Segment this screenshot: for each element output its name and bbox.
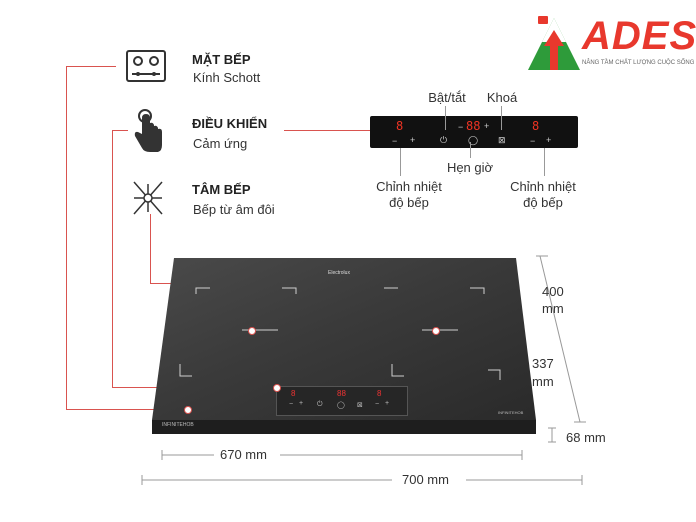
mini-left-display: 8	[291, 389, 296, 398]
timer-display: 88	[466, 119, 481, 133]
cooktop-glass: Electrolux INFINITEHOB INFINITEHOB 8 88 …	[152, 258, 536, 434]
brand-logo: ADES NÂNG TẦM CHẤT LƯỢNG CUỘC SỐNG	[522, 8, 696, 80]
surface-marker	[184, 406, 192, 414]
label-power: Bật/tắt	[428, 90, 466, 105]
left-minus-button[interactable]: −	[392, 136, 398, 146]
cooktop-control-panel: 8 88 8 − + ⏻ ◯ ⊠ − +	[276, 386, 408, 416]
connector-surface-h	[66, 66, 116, 67]
cooktop-brand: Electrolux	[328, 270, 350, 276]
cooking-zone-icon	[130, 178, 174, 218]
power-button[interactable]: ⏻	[440, 135, 448, 145]
mini-timer[interactable]: ◯	[337, 402, 345, 409]
mini-right-minus[interactable]: −	[375, 401, 380, 408]
label-timer: Hẹn giờ	[446, 160, 494, 175]
feature-title-control: ĐIỀU KHIỂN	[192, 116, 268, 131]
leader-power	[445, 106, 446, 130]
connector-control-panel	[284, 130, 370, 131]
leader-timer	[470, 142, 471, 158]
connector-surface-v	[66, 66, 67, 410]
dim-width-inner: 670 mm	[220, 447, 267, 462]
leader-lock	[501, 106, 502, 130]
brand-tagline: NÂNG TẦM CHẤT LƯỢNG CUỘC SỐNG	[582, 60, 695, 66]
dim-height: 68 mm	[566, 430, 606, 445]
connector-surface-h2	[66, 409, 186, 410]
dim-depth-total-unit: mm	[542, 301, 564, 316]
left-plus-button[interactable]: +	[410, 135, 416, 145]
feature-sub-control: Cảm ứng	[193, 136, 248, 151]
leader-heat-left	[400, 148, 401, 176]
mini-lock[interactable]: ⊠	[357, 402, 363, 409]
mini-right-plus[interactable]: +	[385, 400, 390, 407]
left-zone-display: 8	[396, 119, 404, 133]
dim-depth-inner-value: 337	[532, 356, 554, 371]
dim-depth-total-value: 400	[542, 284, 564, 299]
zone-marker-right	[432, 327, 440, 335]
mini-left-plus[interactable]: +	[299, 400, 304, 407]
zone-marker-left	[248, 327, 256, 335]
feature-sub-zone: Bếp từ âm đôi	[193, 202, 275, 217]
connector-control-v	[112, 130, 113, 388]
label-heat-left-2: độ bếp	[389, 195, 429, 210]
lock-button[interactable]: ⊠	[498, 135, 506, 145]
leader-heat-right	[544, 148, 545, 176]
panel-marker	[273, 384, 281, 392]
timer-button[interactable]: ◯	[468, 135, 479, 145]
label-heat-left-1: Chỉnh nhiệt	[376, 179, 442, 194]
right-minus-button[interactable]: −	[530, 136, 536, 146]
touch-hand-icon	[130, 108, 174, 152]
brand-name: ADES	[582, 14, 696, 58]
dim-depth-inner-unit: mm	[532, 374, 554, 389]
dim-width-total: 700 mm	[402, 472, 449, 487]
feature-title-zone: TÂM BẾP	[192, 182, 251, 197]
timer-plus-button[interactable]: +	[484, 121, 490, 131]
hob-surface-icon	[124, 48, 168, 88]
connector-zone-v	[150, 214, 151, 284]
feature-sub-surface: Kính Schott	[193, 70, 261, 85]
label-heat-right-2: độ bếp	[523, 195, 563, 210]
right-zone-display: 8	[532, 119, 540, 133]
right-plus-button[interactable]: +	[546, 135, 552, 145]
connector-control-h	[112, 130, 128, 131]
cooktop-model-right: INFINITEHOB	[498, 410, 524, 415]
timer-minus-button[interactable]: −	[458, 122, 464, 132]
control-panel: 8 − + ⏻ − 88 + ◯ ⊠ 8 − +	[370, 116, 578, 148]
cooktop-model-left: INFINITEHOB	[162, 422, 194, 428]
mini-power[interactable]: ⏻	[317, 401, 323, 408]
mini-center-display: 88	[337, 389, 346, 398]
label-lock: Khoá	[486, 90, 518, 105]
mini-right-display: 8	[377, 389, 382, 398]
label-heat-right-1: Chỉnh nhiệt	[510, 179, 576, 194]
mini-left-minus[interactable]: −	[289, 401, 294, 408]
ades-house-icon	[528, 16, 580, 70]
feature-title-surface: MẶT BẾP	[192, 52, 251, 67]
